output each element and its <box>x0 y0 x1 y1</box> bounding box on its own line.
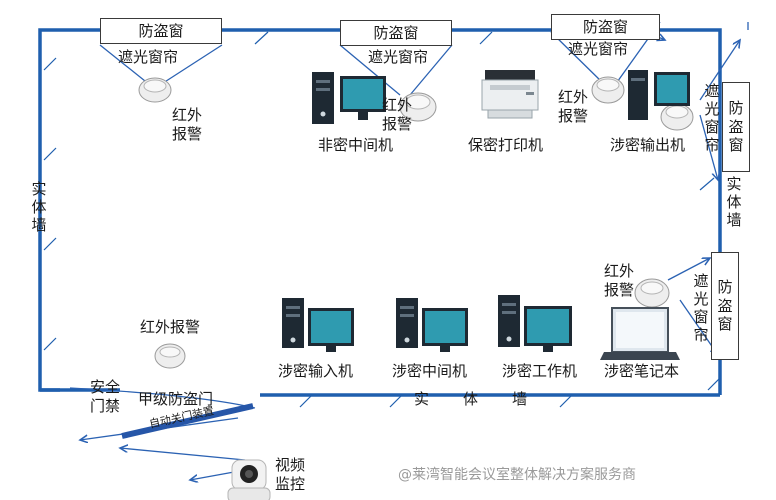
auto-closer-bar <box>121 403 254 439</box>
blind-label: 遮光窗帘 <box>368 48 429 66</box>
antitheft-window-box: 防盗窗 <box>551 14 660 40</box>
secret-workstation-label: 涉密工作机 <box>502 362 578 380</box>
blind-label: 遮光窗帘 <box>568 40 629 58</box>
blind-label: 遮光窗帘 <box>704 82 720 154</box>
desktop-computer-icon <box>282 298 354 352</box>
infrared-alarm-label: 红外报警 <box>140 318 201 336</box>
printer-icon <box>481 70 539 119</box>
nonsecret-mid-label: 非密中间机 <box>318 136 394 154</box>
infrared-sensor-icon <box>399 92 437 122</box>
antitheft-window-box: 防盗窗 <box>711 252 739 360</box>
secret-mid-label: 涉密中间机 <box>392 362 468 380</box>
infrared-sensor-icon <box>154 343 186 369</box>
blind-lines <box>99 21 749 96</box>
watermark-text: @莱湾智能会议室整体解决方案服务商 <box>398 467 636 483</box>
door-swing <box>69 387 256 409</box>
antitheft-window-label: 防盗窗 <box>373 24 419 42</box>
infrared-alarm-label: 红外报警 <box>558 88 589 125</box>
antitheft-window-label: 防盗窗 <box>138 22 184 40</box>
desktop-computer-icon <box>498 295 572 352</box>
class-a-door-label: 甲级防盗门 <box>138 390 214 408</box>
secret-input-label: 涉密输入机 <box>278 362 354 380</box>
antitheft-window-box: 防盗窗 <box>722 82 750 172</box>
infrared-sensor-icon <box>138 77 172 103</box>
blind-label: 遮光窗帘 <box>693 272 709 344</box>
video-monitor-label: 视频监控 <box>275 456 306 493</box>
antitheft-window-box: 防盗窗 <box>340 20 452 46</box>
security-door-label: 安全门禁 <box>90 378 121 415</box>
antitheft-window-label: 防盗窗 <box>717 277 733 334</box>
infrared-alarm-label: 红外报警 <box>604 262 635 299</box>
blind-label: 遮光窗帘 <box>118 48 179 66</box>
infrared-alarm-label: 红外报警 <box>382 96 413 133</box>
infrared-sensor-icon <box>634 278 670 308</box>
secret-printer-label: 保密打印机 <box>468 136 544 154</box>
security-camera-icon <box>227 459 271 500</box>
laptop-icon <box>600 307 680 360</box>
solid-wall-label: 实体墙 <box>414 390 562 408</box>
secret-output-label: 涉密输出机 <box>610 136 686 154</box>
desktop-computer-icon <box>396 298 468 352</box>
infrared-sensor-icon <box>591 76 625 104</box>
antitheft-window-label: 防盗窗 <box>728 98 744 155</box>
secret-laptop-label: 涉密笔记本 <box>604 362 680 380</box>
desktop-computer-icon <box>312 72 386 124</box>
desktop-computer-icon <box>628 70 690 120</box>
infrared-alarm-label: 红外报警 <box>172 106 203 143</box>
infrared-sensor-icon <box>660 103 694 131</box>
antitheft-window-label: 防盗窗 <box>582 18 628 36</box>
solid-wall-label: 实体墙 <box>31 180 47 234</box>
solid-wall-label: 实体墙 <box>726 175 742 229</box>
antitheft-window-box: 防盗窗 <box>100 18 222 44</box>
